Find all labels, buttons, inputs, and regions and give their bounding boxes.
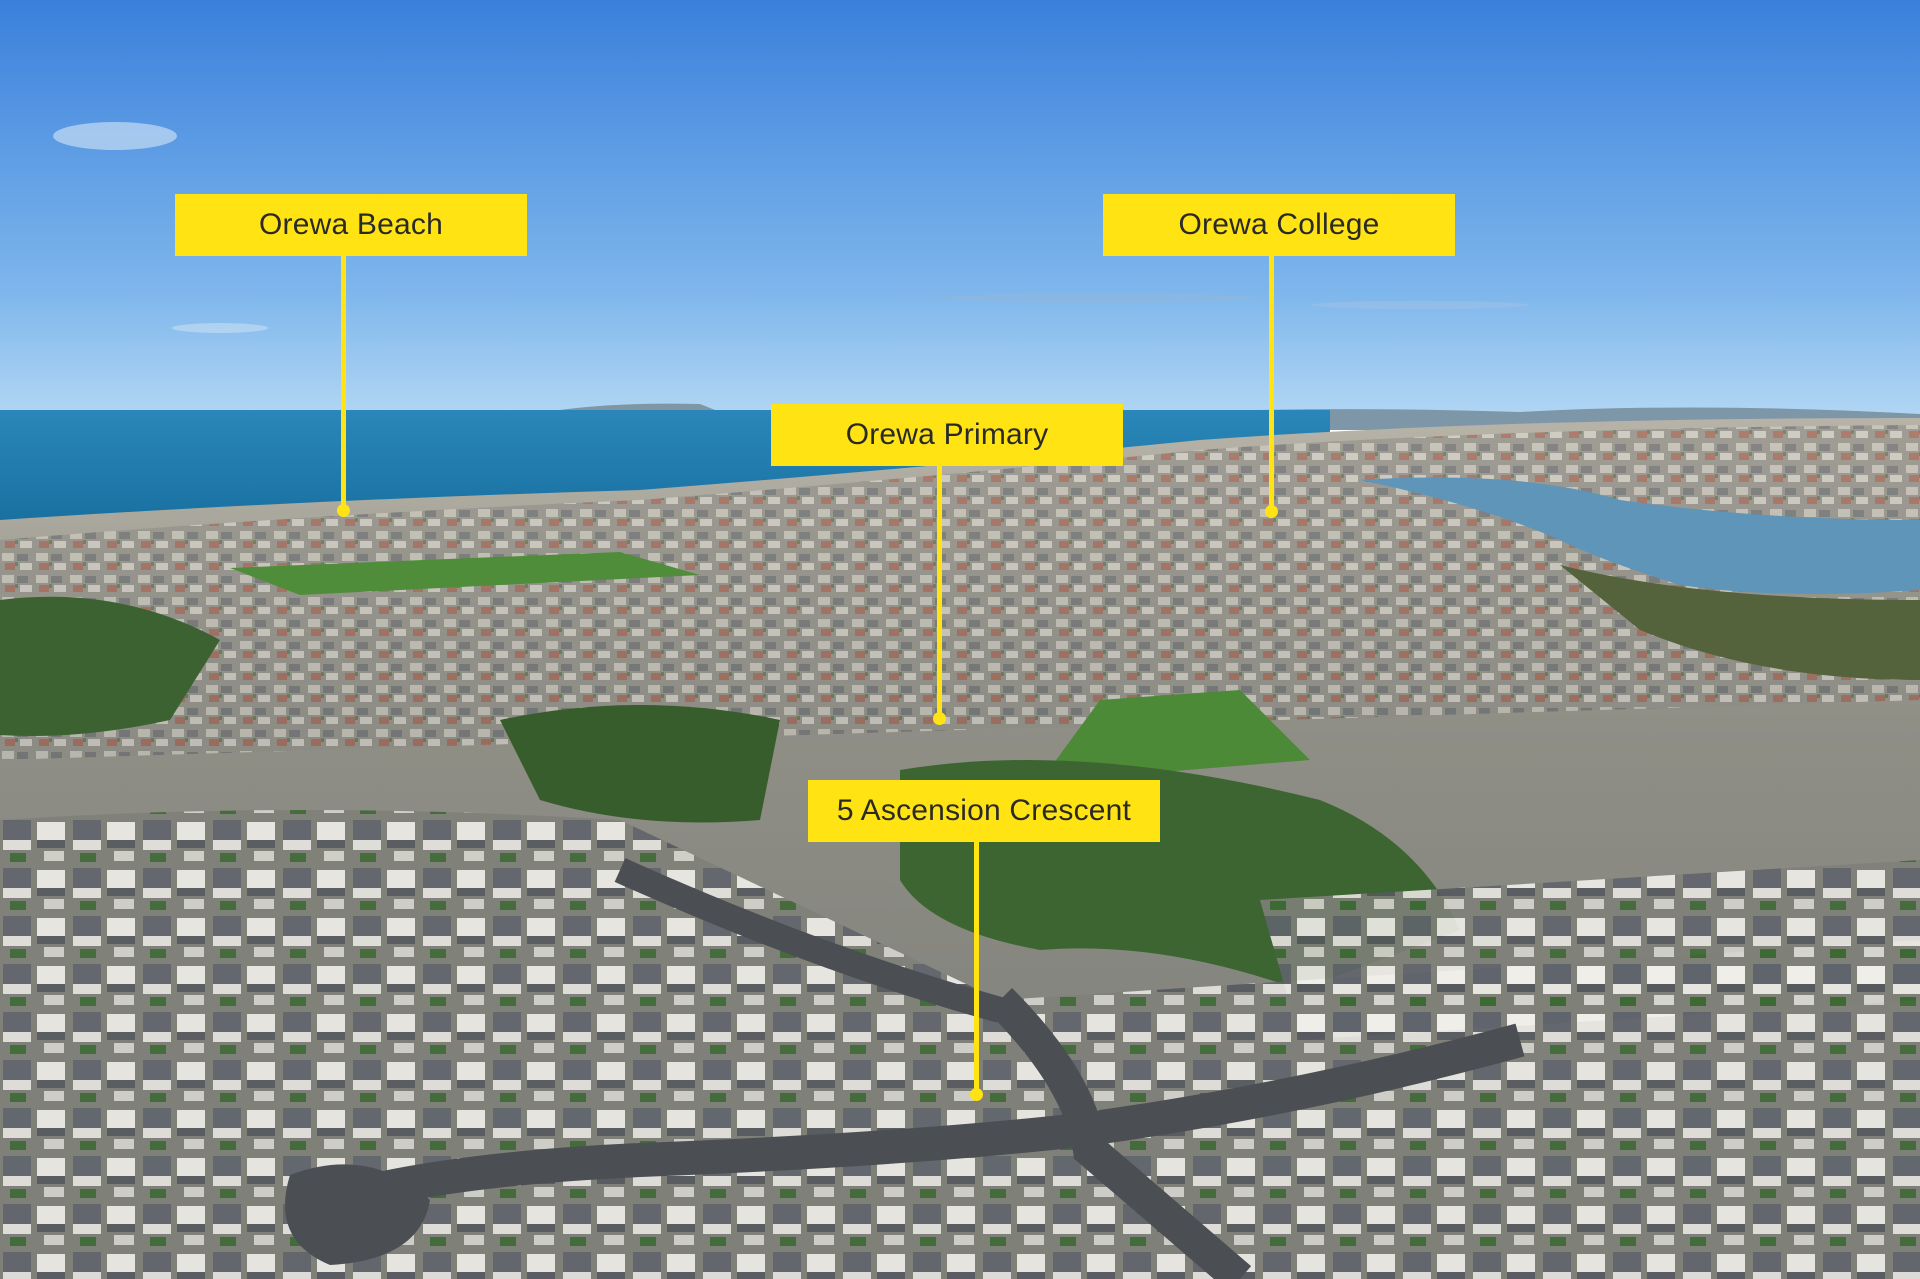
- leader-line: [937, 466, 942, 718]
- school-field: [1040, 690, 1310, 782]
- bush: [500, 705, 780, 823]
- location-dot: [970, 1088, 983, 1101]
- town-texture: [0, 425, 1920, 760]
- road: [294, 1023, 1525, 1227]
- label-orewa-primary: Orewa Primary: [771, 404, 1123, 466]
- label-orewa-beach: Orewa Beach: [175, 194, 527, 256]
- label-5-ascension-crescent: 5 Ascension Crescent: [808, 780, 1160, 842]
- road: [614, 858, 1004, 1023]
- foreground-houses: [1260, 860, 1920, 1040]
- leader-line: [1269, 256, 1274, 511]
- cloud: [1310, 301, 1530, 309]
- cloud: [53, 122, 177, 150]
- location-dot: [933, 712, 946, 725]
- leader-line: [974, 842, 979, 1094]
- cloud: [940, 293, 1260, 303]
- label-text: Orewa Primary: [845, 418, 1049, 451]
- label-orewa-college: Orewa College: [1103, 194, 1455, 256]
- mangroves: [1560, 565, 1920, 680]
- label-text: Orewa College: [1178, 208, 1380, 241]
- road: [987, 987, 1252, 1279]
- sports-field: [230, 552, 700, 595]
- label-text: 5 Ascension Crescent: [836, 794, 1132, 827]
- cul-de-sac: [285, 1164, 430, 1265]
- bush: [0, 596, 220, 736]
- distant-headland: [560, 403, 720, 412]
- location-dot: [337, 504, 350, 517]
- location-dot: [1265, 505, 1278, 518]
- estuary: [1360, 477, 1920, 594]
- leader-line: [341, 256, 346, 510]
- label-text: Orewa Beach: [259, 208, 443, 241]
- cloud: [172, 323, 268, 333]
